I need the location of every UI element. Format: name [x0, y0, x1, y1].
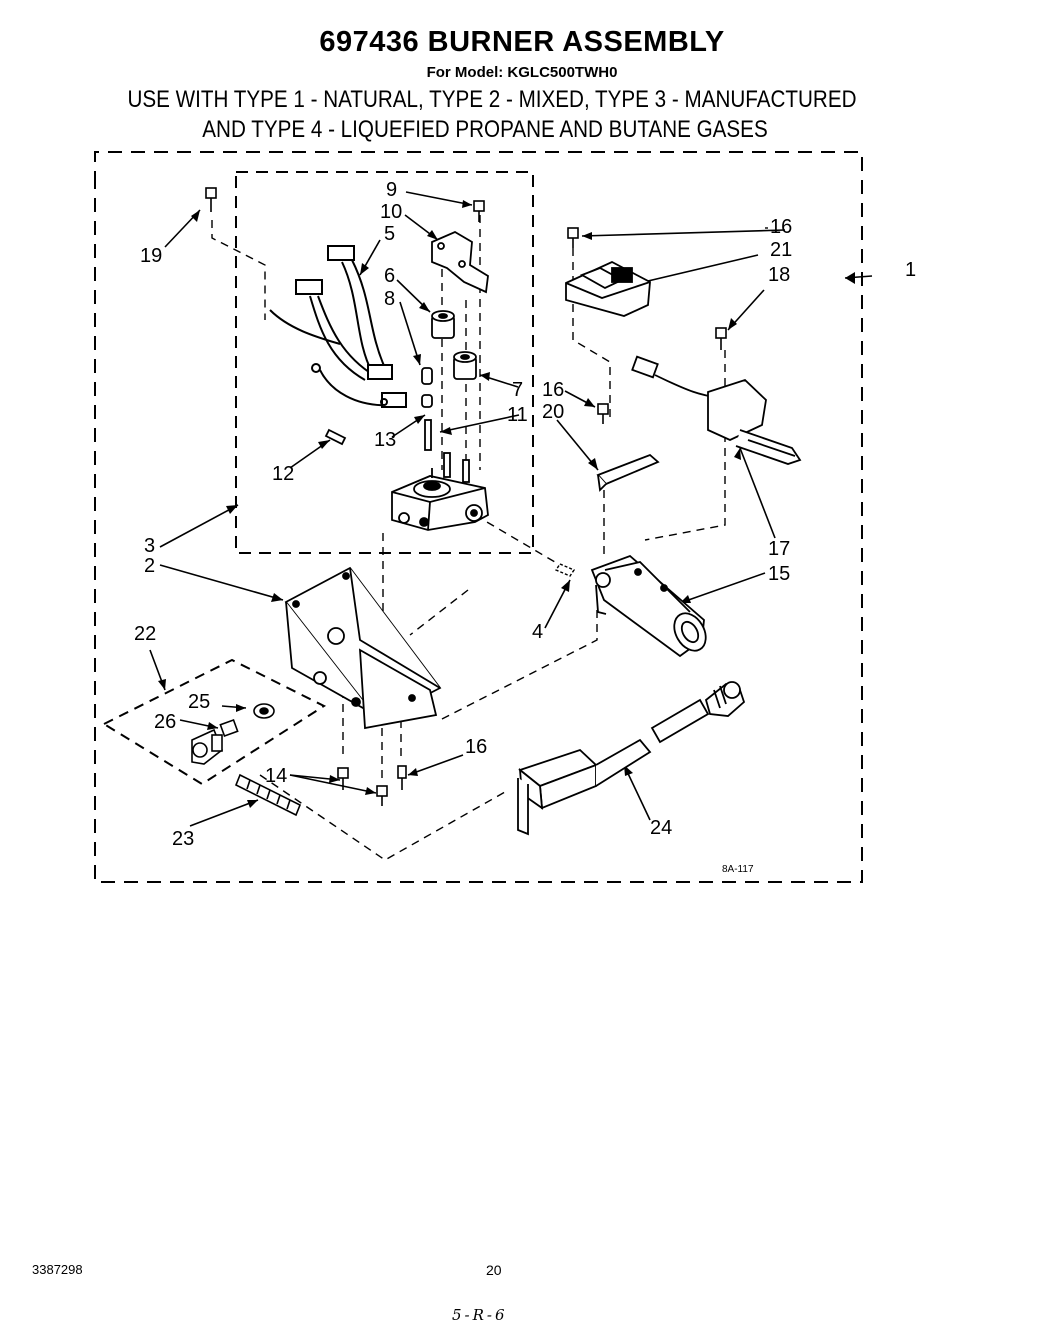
callout-15: 15	[768, 563, 790, 585]
page-title: 697436 BURNER ASSEMBLY	[319, 26, 725, 58]
callout-25: 25	[188, 691, 210, 713]
drawing-code: 8A-117	[722, 864, 754, 875]
callout-16-mid: 16	[542, 379, 564, 401]
callout-1: 1	[905, 259, 916, 281]
callout-21: 21	[770, 239, 792, 261]
flame-sensor	[517, 681, 746, 836]
valve-subassembly-frame	[235, 171, 534, 554]
callout-13: 13	[374, 429, 396, 451]
callout-10: 10	[380, 201, 402, 223]
igniter-bracket	[565, 260, 651, 317]
callout-4: 4	[532, 621, 543, 643]
callout-labels: 1 2 3 4 5 6 7 8 9 10 11 12 13 14 15 16 1…	[134, 179, 916, 850]
callout-20: 20	[542, 401, 564, 423]
callout-12: 12	[272, 463, 294, 485]
callout-9: 9	[386, 179, 397, 201]
callout-14: 14	[265, 765, 287, 787]
document-number: 3387298	[32, 1262, 83, 1277]
callout-8: 8	[384, 288, 395, 310]
coil-bracket	[431, 230, 489, 294]
callout-3: 3	[144, 535, 155, 557]
orifice	[554, 563, 576, 577]
usage-line-2: AND TYPE 4 - LIQUEFIED PROPANE AND BUTAN…	[202, 116, 768, 143]
callout-18: 18	[768, 264, 790, 286]
screws	[205, 187, 727, 806]
handwritten-note: 5-R-6	[452, 1306, 508, 1324]
assembly-frame	[94, 151, 863, 883]
burner-tube	[590, 554, 707, 658]
kit-parts	[191, 703, 302, 817]
callout-2: 2	[144, 555, 155, 577]
callout-6: 6	[384, 265, 395, 287]
kit-frame	[101, 658, 327, 786]
callout-5: 5	[384, 223, 395, 245]
callout-22: 22	[134, 623, 156, 645]
callout-19: 19	[140, 245, 162, 267]
gas-valve	[391, 452, 489, 531]
burner-bracket	[284, 566, 442, 730]
callout-26: 26	[154, 711, 176, 733]
callout-16-top: 16	[770, 216, 792, 238]
callout-16-bottom: 16	[465, 736, 487, 758]
callout-11: 11	[507, 404, 528, 426]
igniter-shield	[596, 453, 660, 492]
callout-7: 7	[512, 379, 523, 401]
page-number: 20	[486, 1262, 502, 1278]
valve-coils	[324, 310, 477, 451]
wire-harness	[269, 245, 407, 408]
callout-17: 17	[768, 538, 790, 560]
callout-23: 23	[172, 828, 194, 850]
callout-24: 24	[650, 817, 672, 839]
igniter	[631, 355, 802, 465]
model-subtitle: For Model: KGLC500TWH0	[426, 64, 618, 81]
usage-line-1: USE WITH TYPE 1 - NATURAL, TYPE 2 - MIXE…	[127, 86, 857, 113]
